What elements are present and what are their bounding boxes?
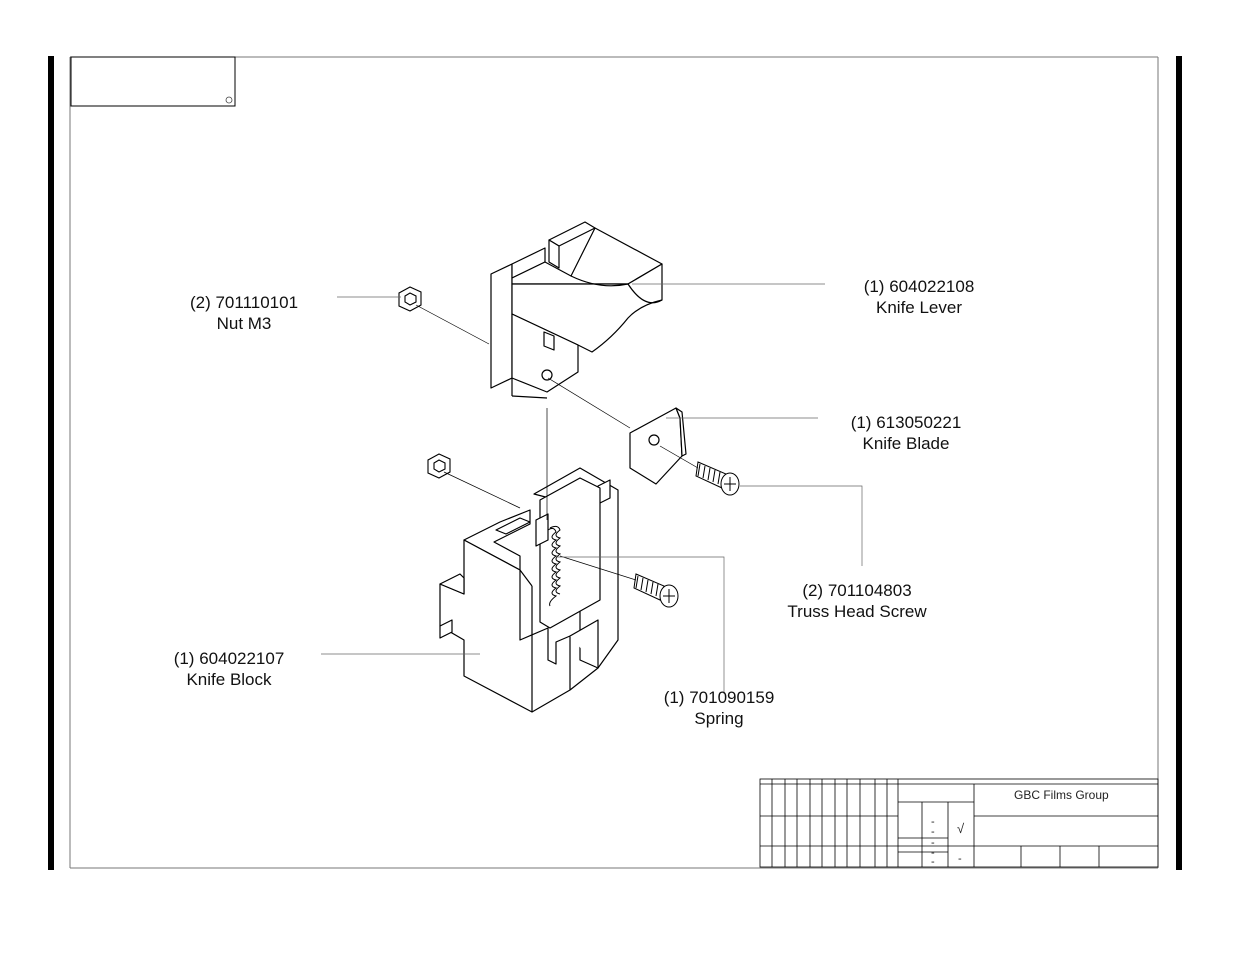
- part-number: 701104803: [827, 581, 912, 600]
- qty: (1): [863, 277, 885, 296]
- callout-knife-blade: (1) 613050221 Knife Blade: [837, 412, 975, 454]
- callout-knife-block: (1) 604022107 Knife Block: [160, 648, 298, 690]
- part-name: Knife Lever: [876, 298, 962, 317]
- callout-nut-m3: (2) 701110101 Nut M3: [176, 292, 312, 334]
- part-number: 613050221: [876, 413, 962, 432]
- title-block: [759, 778, 1159, 868]
- part-name: Knife Block: [186, 670, 272, 689]
- check-mark: √: [957, 821, 965, 836]
- company-name: GBC Films Group: [1014, 788, 1109, 802]
- part-name: Truss Head Screw: [787, 602, 927, 621]
- callout-leaders: [321, 283, 863, 694]
- part-number: 701110101: [215, 293, 299, 312]
- assembly-lines: [415, 304, 699, 581]
- callout-knife-lever: (1) 604022108 Knife Lever: [850, 276, 988, 318]
- spring-part: [547, 525, 562, 607]
- part-number: 701090159: [689, 688, 775, 707]
- sheet-border: [48, 56, 1182, 870]
- title-block-dash: -: [958, 853, 962, 865]
- part-name: Knife Blade: [862, 434, 950, 453]
- qty: (1): [173, 649, 195, 668]
- part-name: Nut M3: [216, 314, 272, 333]
- knife-block-part: [439, 467, 619, 713]
- callout-spring: (1) 701090159 Spring: [650, 687, 788, 729]
- truss-screw-lower-part: [633, 573, 679, 608]
- qty: (2): [802, 581, 824, 600]
- nut-upper-part: [398, 286, 422, 312]
- title-block-dash: -: [931, 847, 935, 859]
- qty: (1): [663, 688, 685, 707]
- knife-lever-part: [490, 221, 663, 399]
- title-block-dash: -: [931, 826, 935, 838]
- qty: (1): [850, 413, 872, 432]
- knife-blade-part: [629, 407, 687, 485]
- callout-truss-head-screw: (2) 701104803 Truss Head Screw: [772, 580, 942, 622]
- part-name: Spring: [694, 709, 744, 728]
- title-block-dash: -: [931, 816, 935, 828]
- nut-lower-part: [427, 453, 451, 479]
- part-number: 604022107: [199, 649, 285, 668]
- title-block-dash: -: [931, 856, 935, 868]
- truss-screw-upper-part: [695, 461, 740, 496]
- qty: (2): [189, 293, 211, 312]
- revision-corner-box: [70, 56, 236, 107]
- part-number: 604022108: [889, 277, 975, 296]
- title-block-dash: -: [931, 837, 935, 849]
